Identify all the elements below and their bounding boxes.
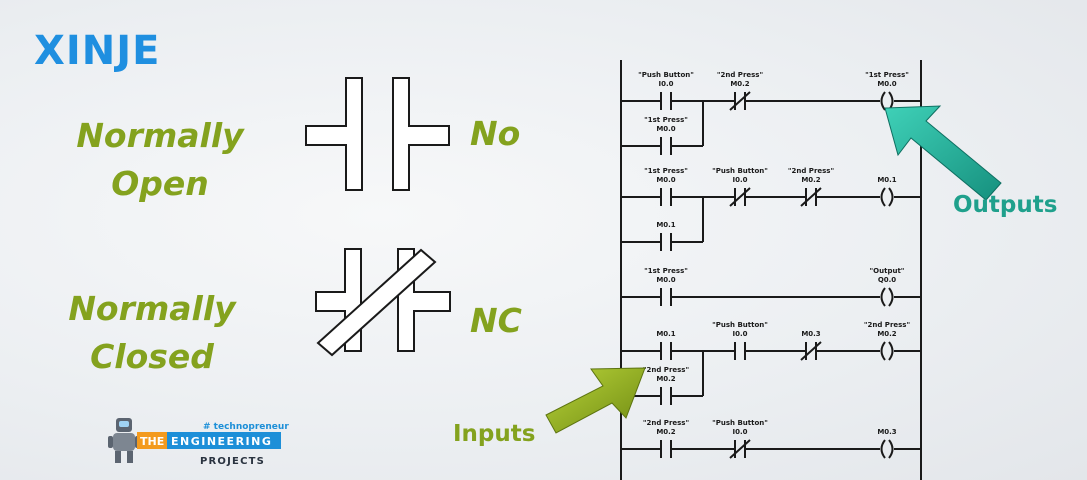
rung-5-output-coil-left	[880, 439, 886, 459]
wire	[800, 341, 822, 361]
no-abbreviation: No	[470, 114, 521, 153]
logo-word-projects: PROJECTS	[200, 456, 265, 467]
wire	[800, 187, 822, 207]
inputs-arrow	[545, 367, 646, 434]
rung-4-output-coil-left	[880, 341, 886, 361]
wire	[729, 439, 751, 459]
rung-2-contact-1-name: "1st Press"	[644, 167, 688, 175]
rung-5-contact-1-name: "2nd Press"	[643, 419, 689, 427]
normally-open-label-line1: Normally	[76, 116, 244, 155]
inputs-callout-label: Inputs	[453, 421, 535, 447]
rung-5-contact-1-address: M0.2	[656, 428, 675, 436]
normally-open-label-line2: Open	[111, 164, 209, 203]
rung-5-output-coil-address: M0.3	[877, 428, 896, 436]
normally-open-label: Normally Open	[60, 112, 260, 208]
rung-2-contact-2-name: "Push Button"	[712, 167, 768, 175]
engineering-projects-logo: # technopreneur THE ENGINEERING PROJECTS	[108, 418, 289, 467]
normally-closed-symbol	[315, 248, 451, 357]
rung-4-branch-contact-name: "2nd Press"	[643, 366, 689, 374]
rung-3-output-coil-address: Q0.0	[878, 276, 896, 284]
rung-4-contact-2-name: "Push Button"	[712, 321, 768, 329]
rung-4-output-coil-right	[888, 341, 894, 361]
rung-4-output-coil-address: M0.2	[877, 330, 896, 338]
normally-closed-label-line2: Closed	[90, 337, 214, 376]
brand-logo: XINJE	[34, 28, 161, 74]
rung-4-contact-3-address: M0.3	[801, 330, 820, 338]
wire	[729, 187, 751, 207]
rung-4-branch-contact-address: M0.2	[656, 375, 675, 383]
normally-open-symbol	[305, 77, 450, 191]
rung-3-contact-1-address: M0.0	[656, 276, 675, 284]
rung-1-branch-contact-name: "1st Press"	[644, 116, 688, 124]
rung-2-branch-contact-address: M0.1	[656, 221, 675, 229]
rung-3-contact-1-name: "1st Press"	[644, 267, 688, 275]
rung-2-output-coil-left	[880, 187, 886, 207]
rung-5-output-coil-right	[888, 439, 894, 459]
rung-2-contact-3-address: M0.2	[801, 176, 820, 184]
nc-abbreviation: NC	[470, 301, 522, 340]
rung-1-contact-2-address: M0.2	[730, 80, 749, 88]
rung-3-output-coil-right	[888, 287, 894, 307]
rung-3-output-coil-left	[880, 287, 886, 307]
rung-4-contact-2-address: I0.0	[732, 330, 747, 338]
rung-2-contact-1-address: M0.0	[656, 176, 675, 184]
normally-closed-label-line1: Normally	[68, 289, 236, 328]
normally-closed-label: Normally Closed	[52, 285, 252, 381]
rung-2-contact-3-name: "2nd Press"	[788, 167, 834, 175]
outputs-arrow	[884, 105, 1002, 201]
logo-word-the: THE	[140, 435, 164, 448]
rung-5-contact-2-name: "Push Button"	[712, 419, 768, 427]
ladder-rungs: "Push Button"I0.0"2nd Press"M0.2"1st Pre…	[621, 71, 921, 459]
rung-5-contact-2-address: I0.0	[732, 428, 747, 436]
rung-1-output-coil-name: "1st Press"	[865, 71, 909, 79]
outputs-callout-label: Outputs	[953, 192, 1057, 218]
rung-2-output-coil-right	[888, 187, 894, 207]
rung-1-contact-1-name: "Push Button"	[638, 71, 694, 79]
rung-3-output-coil-name: "Output"	[870, 267, 905, 275]
rung-1-contact-2-name: "2nd Press"	[717, 71, 763, 79]
rung-1-output-coil-address: M0.0	[877, 80, 896, 88]
wire	[729, 91, 751, 111]
logo-word-engineering: ENGINEERING	[171, 435, 272, 448]
rung-4-contact-1-address: M0.1	[656, 330, 675, 338]
rung-1-output-coil-left	[880, 91, 886, 111]
rung-1-branch-contact-address: M0.0	[656, 125, 675, 133]
rung-2-contact-2-address: I0.0	[732, 176, 747, 184]
robot-mascot-icon	[108, 418, 140, 463]
rung-2-output-coil-address: M0.1	[877, 176, 896, 184]
rung-4-output-coil-name: "2nd Press"	[864, 321, 910, 329]
logo-tagline: # technopreneur	[203, 422, 289, 432]
rung-1-contact-1-address: I0.0	[658, 80, 673, 88]
